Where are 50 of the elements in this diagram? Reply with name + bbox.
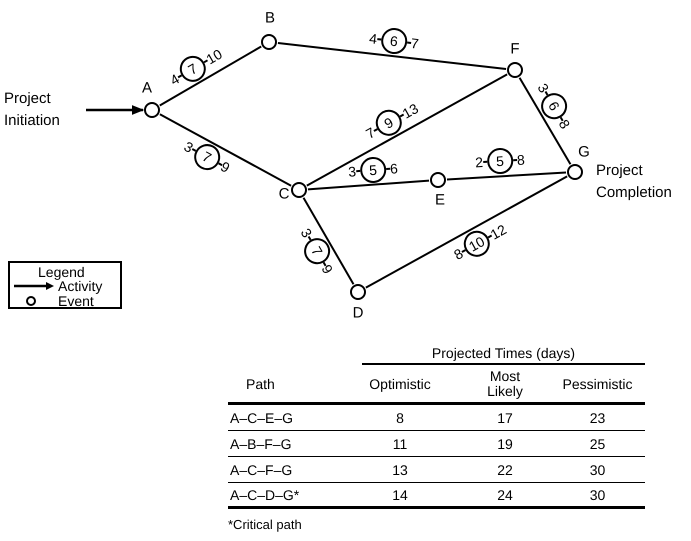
node-caption: Project Completion [596, 161, 673, 203]
arrow [86, 105, 144, 115]
legend-text: Event [58, 293, 94, 309]
column-header: Pessimistic [562, 376, 632, 392]
activity-line [159, 46, 262, 106]
table-cell: 24 [497, 486, 513, 502]
event-letter: B [265, 10, 275, 26]
edge-label: 7 9 13 [362, 99, 422, 144]
edge-label: 8 10 12 [450, 220, 510, 265]
event-letter: C [278, 186, 290, 202]
column-header: Path [245, 376, 275, 392]
column-header: Optimistic [369, 376, 431, 392]
event-letter: F [510, 42, 520, 56]
column-header: Most Likely [486, 368, 524, 398]
edge-label: 4 6 7 [368, 25, 420, 57]
table-cell: 30 [590, 486, 606, 502]
table-cell: 14 [392, 486, 408, 502]
activity-line [302, 197, 354, 285]
table-cell-text: A–C–F–G [229, 462, 292, 478]
table-cell-text: A–C–E–G [229, 410, 294, 426]
activity-line [365, 175, 568, 289]
edge-label: 3 5 6 [348, 154, 400, 184]
activity-line [518, 77, 572, 165]
table-cell: 13 [392, 462, 408, 478]
event-letter: A [142, 80, 152, 96]
table-cell: 11 [392, 436, 408, 452]
edge-label: 2 5 8 [474, 146, 526, 176]
table-cell: 23 [590, 410, 606, 426]
table-cell: 30 [590, 462, 606, 478]
legend-title: Legend [38, 264, 85, 280]
event-letter: E [435, 192, 445, 208]
activity-line [306, 74, 508, 186]
table-cell-text: A–C–D–G* [229, 486, 300, 502]
table-cell: 19 [497, 436, 513, 452]
activity-line [446, 172, 566, 180]
activity-line [159, 113, 292, 187]
table-cell: 25 [590, 436, 606, 452]
table-cell: 17 [497, 410, 513, 426]
activity-line [278, 42, 506, 70]
activity-line [308, 180, 430, 190]
table-cell-text: A–B–F–G [229, 436, 292, 452]
legend-text: Activity [58, 278, 102, 294]
table-heading: Projected Times (days) [432, 345, 576, 361]
table-cell: 8 [396, 410, 404, 426]
event-letter: D [352, 306, 364, 320]
table-cell: 22 [497, 462, 513, 478]
footnote: *Critical path [228, 517, 303, 533]
event-letter: G [578, 144, 590, 160]
text-label: Project Initiation [4, 88, 84, 132]
edge-label: 4 7 10 [166, 44, 226, 90]
